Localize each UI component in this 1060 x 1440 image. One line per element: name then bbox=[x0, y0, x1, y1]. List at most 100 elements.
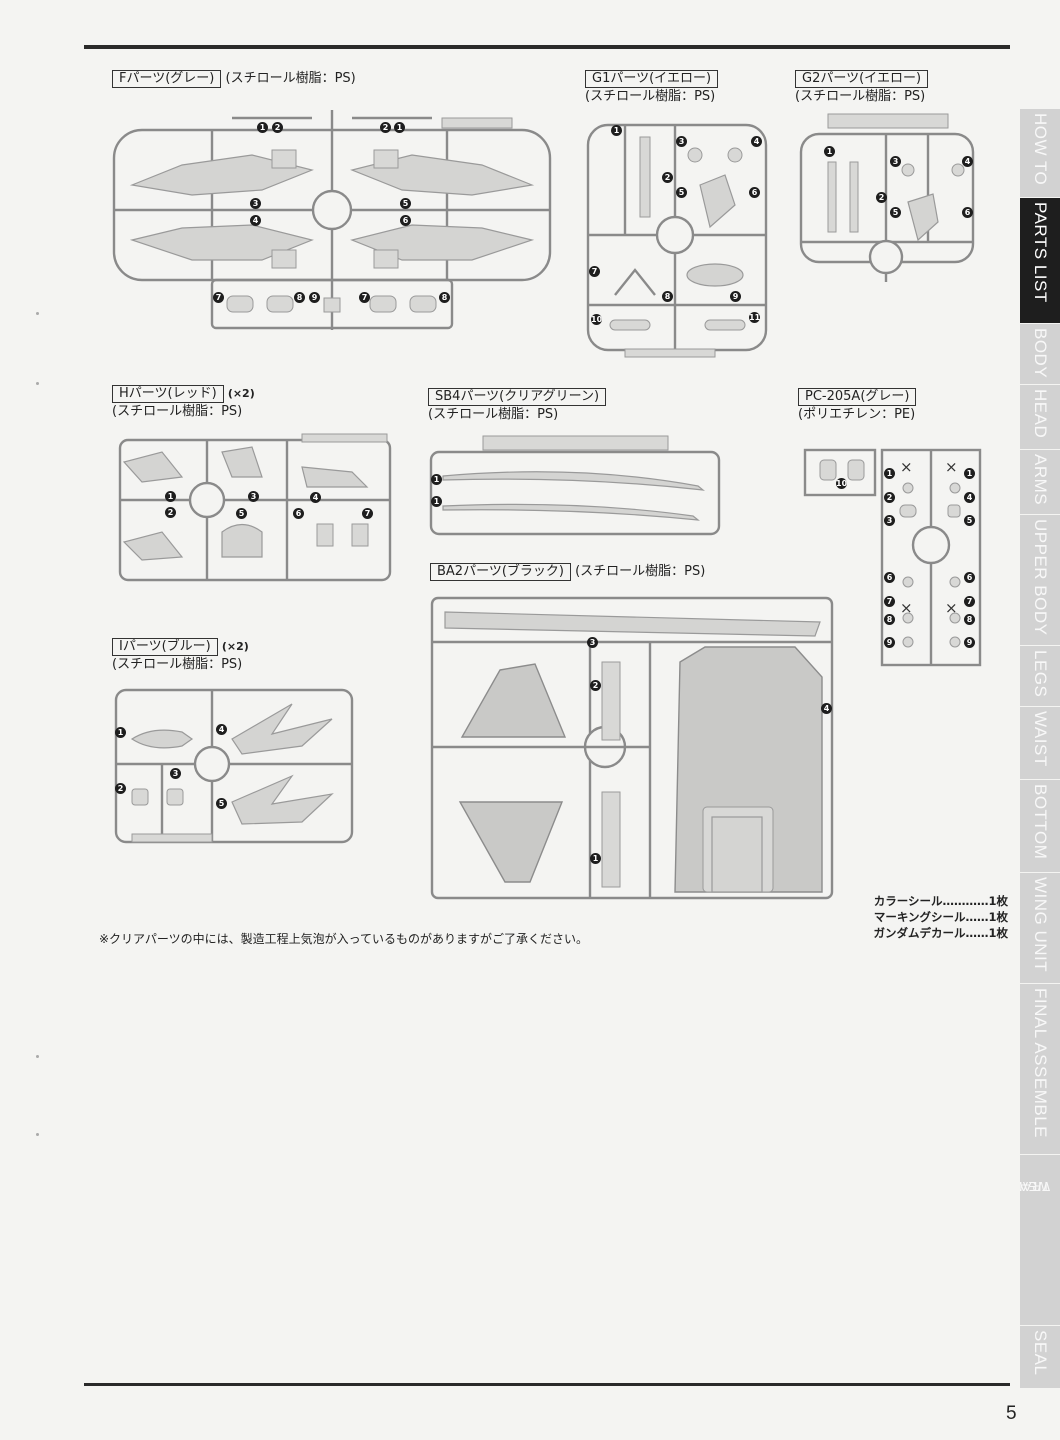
part-number: 1 bbox=[165, 491, 176, 502]
section-ba2-tag: BA2パーツ(ブラック) bbox=[430, 563, 571, 581]
tab-waist[interactable]: WAIST bbox=[1020, 706, 1060, 779]
part-number: 1 bbox=[115, 727, 126, 738]
section-ba2-header: BA2パーツ(ブラック) (スチロール樹脂：PS) bbox=[430, 563, 705, 581]
part-number: 10 bbox=[836, 478, 848, 489]
bottom-rule bbox=[84, 1383, 1010, 1386]
part-number: 3 bbox=[170, 768, 181, 779]
part-number: 7 bbox=[359, 292, 370, 303]
part-number: 8 bbox=[662, 291, 673, 302]
part-number: 1 bbox=[611, 125, 622, 136]
cross-mark: × bbox=[900, 458, 913, 476]
sprue-sb4 bbox=[429, 435, 721, 536]
part-number: 5 bbox=[964, 515, 975, 526]
part-number: 2 bbox=[876, 192, 887, 203]
section-pc-header: PC-205A(グレー) (ポリエチレン：PE) bbox=[798, 388, 917, 424]
part-number: 6 bbox=[884, 572, 895, 583]
part-number: 1 bbox=[964, 468, 975, 479]
part-number: 8 bbox=[294, 292, 305, 303]
tab-body[interactable]: BODY bbox=[1020, 323, 1060, 384]
clear-parts-note: ※クリアパーツの中には、製造工程上気泡が入っているものがありますがご了承ください… bbox=[99, 932, 588, 946]
part-number: 7 bbox=[213, 292, 224, 303]
tab-seal[interactable]: SEAL bbox=[1020, 1325, 1060, 1388]
part-number: 2 bbox=[662, 172, 673, 183]
sticker-list: カラーシール…………1枚 マーキングシール……1枚 ガンダムデカール……1枚 bbox=[873, 893, 1008, 941]
part-number: 1 bbox=[884, 468, 895, 479]
tab-arms[interactable]: ARMS bbox=[1020, 449, 1060, 514]
tab-bottom[interactable]: BOTTOM bbox=[1020, 779, 1060, 872]
part-number: 4 bbox=[310, 492, 321, 503]
sticker-item: マーキングシール……1枚 bbox=[873, 910, 1008, 924]
part-number: 3 bbox=[248, 491, 259, 502]
section-f-material: (スチロール樹脂：PS) bbox=[225, 71, 356, 86]
section-pc-tag: PC-205A(グレー) bbox=[798, 388, 917, 406]
sprue-g2 bbox=[799, 113, 975, 282]
scan-speck bbox=[36, 312, 39, 315]
tab-final-assemble[interactable]: FINAL ASSEMBLE bbox=[1020, 983, 1060, 1154]
part-number: 7 bbox=[589, 266, 600, 277]
tab-weapons-transformation[interactable]: WEAPONS &TRANSFORMATION bbox=[1020, 1154, 1060, 1325]
part-number: 2 bbox=[590, 680, 601, 691]
part-number: 8 bbox=[964, 614, 975, 625]
part-number: 7 bbox=[964, 596, 975, 607]
scan-speck bbox=[36, 382, 39, 385]
part-number: 1 bbox=[257, 122, 268, 133]
part-number: 2 bbox=[165, 507, 176, 518]
section-ba2-material: (スチロール樹脂：PS) bbox=[575, 564, 706, 579]
part-number: 1 bbox=[431, 474, 442, 485]
tab-wing-unit[interactable]: WING UNIT bbox=[1020, 872, 1060, 983]
part-number: 6 bbox=[964, 572, 975, 583]
section-g1-tag: G1パーツ(イエロー) bbox=[585, 70, 719, 88]
part-number: 5 bbox=[236, 508, 247, 519]
part-number: 6 bbox=[293, 508, 304, 519]
part-number: 8 bbox=[884, 614, 895, 625]
section-g2-header: G2パーツ(イエロー) (スチロール樹脂：PS) bbox=[795, 70, 929, 106]
part-number: 2 bbox=[884, 492, 895, 503]
section-sb4-material: (スチロール樹脂：PS) bbox=[428, 407, 559, 422]
part-number: 5 bbox=[676, 187, 687, 198]
part-number: 4 bbox=[216, 724, 227, 735]
section-h-header: Hパーツ(レッド) (×2) (スチロール樹脂：PS) bbox=[112, 385, 255, 421]
part-number: 5 bbox=[890, 207, 901, 218]
part-number: 3 bbox=[676, 136, 687, 147]
part-number: 1 bbox=[431, 496, 442, 507]
part-number: 3 bbox=[250, 198, 261, 209]
part-number: 7 bbox=[362, 508, 373, 519]
part-number: 4 bbox=[962, 156, 973, 167]
section-i-tag: Iパーツ(ブルー) bbox=[112, 638, 218, 656]
tab-upper-body[interactable]: UPPER BODY bbox=[1020, 514, 1060, 645]
part-number: 3 bbox=[890, 156, 901, 167]
part-number: 8 bbox=[439, 292, 450, 303]
sprue-g1 bbox=[586, 123, 768, 358]
part-number: 1 bbox=[590, 853, 601, 864]
part-number: 2 bbox=[380, 122, 391, 133]
section-g2-tag: G2パーツ(イエロー) bbox=[795, 70, 929, 88]
cross-mark: × bbox=[945, 458, 958, 476]
sprue-i bbox=[114, 688, 354, 844]
sprue-f bbox=[112, 110, 552, 330]
page-number: 5 bbox=[1006, 1403, 1017, 1424]
tab-head[interactable]: HEAD bbox=[1020, 384, 1060, 449]
section-f-header: Fパーツ(グレー) (スチロール樹脂：PS) bbox=[112, 70, 356, 88]
part-number: 9 bbox=[964, 637, 975, 648]
part-number: 6 bbox=[749, 187, 760, 198]
tab-parts-list[interactable]: PARTS LIST bbox=[1020, 197, 1060, 323]
part-number: 6 bbox=[400, 215, 411, 226]
part-number: 1 bbox=[824, 146, 835, 157]
section-i-count: (×2) bbox=[221, 640, 249, 653]
section-sb4-tag: SB4パーツ(クリアグリーン) bbox=[428, 388, 607, 406]
scan-speck bbox=[36, 1133, 39, 1136]
tab-how-to[interactable]: HOW TO bbox=[1020, 108, 1060, 197]
part-number: 9 bbox=[884, 637, 895, 648]
tab-legs[interactable]: LEGS bbox=[1020, 645, 1060, 706]
section-h-tag: Hパーツ(レッド) bbox=[112, 385, 224, 403]
part-number: 11 bbox=[749, 312, 761, 323]
sprue-h bbox=[118, 433, 392, 582]
part-number: 2 bbox=[272, 122, 283, 133]
part-number: 4 bbox=[964, 492, 975, 503]
part-number: 6 bbox=[962, 207, 973, 218]
sprue-ba2 bbox=[430, 596, 834, 900]
section-pc-material: (ポリエチレン：PE) bbox=[798, 407, 916, 422]
section-g1-material: (スチロール樹脂：PS) bbox=[585, 89, 716, 104]
section-i-material: (スチロール樹脂：PS) bbox=[112, 657, 243, 672]
part-number: 9 bbox=[730, 291, 741, 302]
